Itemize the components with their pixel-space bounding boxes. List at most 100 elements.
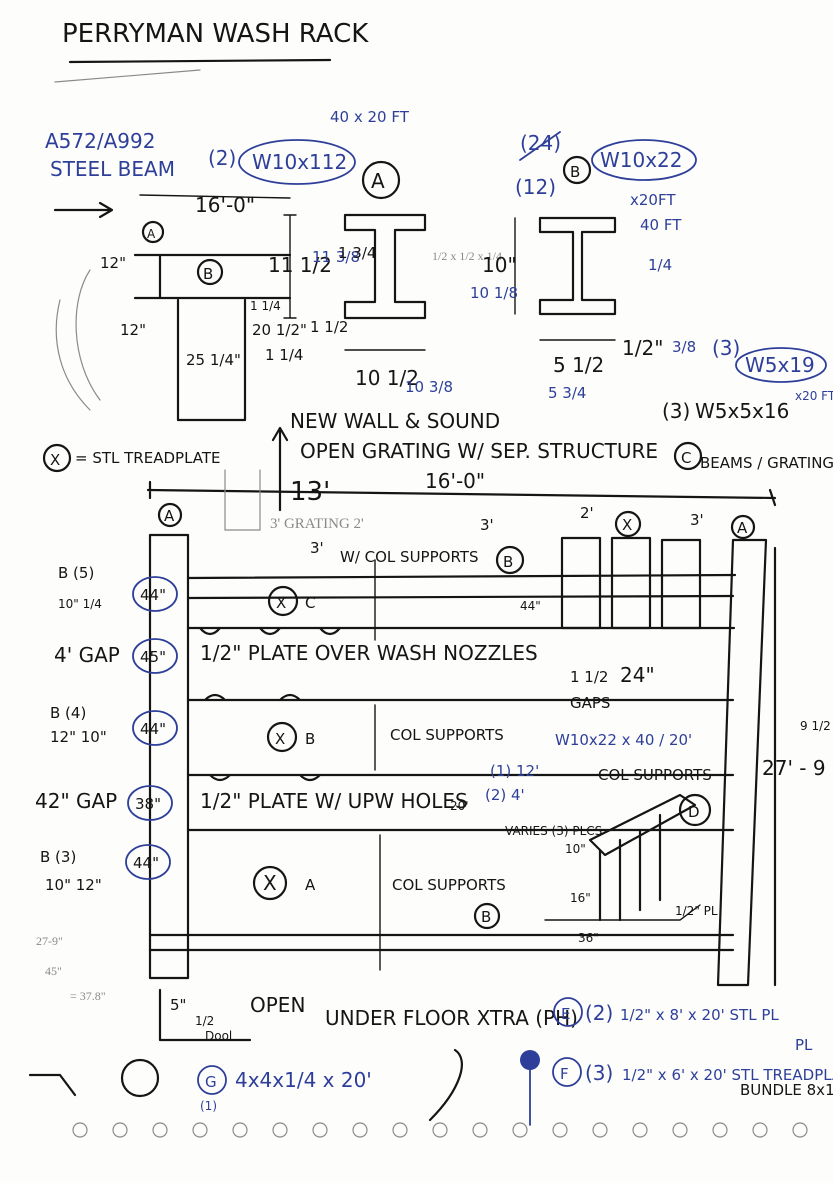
col-detail-dim1: 10": [565, 842, 586, 856]
level-4-dim-val: 38": [135, 795, 161, 813]
beam-b-size: W10x22: [600, 148, 683, 172]
level-1-dim-val: 44": [140, 586, 166, 604]
level-2-dim-circle: [132, 638, 178, 674]
elevation-grating: 3' GRATING 2': [270, 516, 364, 532]
bottom-left-2: 1/2: [195, 1014, 214, 1028]
legend-x-symbol: X: [50, 451, 60, 469]
beam-a-height-line: [283, 214, 297, 319]
beam-c-size-circle: [735, 347, 827, 383]
legend-x-text: = STL TREADPLATE: [75, 449, 221, 467]
sketch-mark-b-circle: [196, 258, 224, 286]
sketch-h3: 20 1/2": [252, 321, 307, 339]
corner-right: BUNDLE 8x10: [740, 1081, 833, 1099]
grating-tag: C: [681, 449, 691, 467]
sketch-h2: 12": [120, 321, 146, 339]
item-e-circle: [553, 997, 583, 1027]
spacing-3: 3': [690, 511, 704, 529]
level-3-x-circle: [266, 721, 298, 753]
item-g-circle: [197, 1065, 227, 1095]
col-support-top: W/ COL SUPPORTS: [340, 548, 478, 566]
sketch-h1: 12": [100, 254, 126, 272]
beam-b-web: 1/4: [648, 256, 672, 274]
level-1-struct: B (5): [58, 564, 94, 582]
level-3-dim-circle: [132, 710, 178, 746]
col-detail-sketch: [588, 793, 697, 922]
beam-c-qty: (3): [662, 399, 690, 423]
bottom-left-3: Dool: [205, 1029, 232, 1043]
elevation-width-line: [146, 480, 777, 507]
beam-b-section: [538, 216, 617, 316]
beam-a-length: 40 x 20 FT: [330, 108, 410, 126]
x-top-circle: [614, 510, 642, 538]
col-detail-spec: W10x22 x 40 / 20': [555, 731, 692, 749]
sketch-h4: 25 1/4": [186, 351, 241, 369]
bottom-note: UNDER FLOOR XTRA (PH): [325, 1006, 578, 1030]
beam-a-height: 11 1/2: [268, 253, 332, 277]
grating-note-line2: OPEN GRATING W/ SEP. STRUCTURE: [300, 439, 658, 463]
level-1-x-circle: [267, 585, 299, 617]
x-top: X: [622, 516, 632, 534]
col-left-tag: A: [164, 507, 175, 525]
level-5-x-circle: [252, 865, 288, 901]
beam-b-length: 40 FT: [640, 216, 682, 234]
sketch-dim-line: [139, 194, 291, 199]
col-right-tag-circle: [730, 514, 756, 540]
spacing-2: 2': [580, 504, 594, 522]
item-f-tag: F: [560, 1065, 569, 1083]
level-1-dim-circle: [132, 576, 178, 612]
level-4-span: 42" GAP: [35, 789, 117, 813]
level-5-b-tag: B: [481, 908, 491, 926]
beam-a-left-thk: 1 1/4: [265, 346, 303, 364]
level-5-dim-circle: [125, 844, 171, 880]
tag-b-top-circle: [495, 545, 525, 575]
col-detail-w: 20': [450, 799, 469, 813]
grating-panels: [560, 536, 702, 630]
spacing-4: 3': [310, 539, 324, 557]
beam-b-flange-thk-alt: 3/8: [672, 338, 696, 356]
margin-d3: = 37.8": [70, 989, 106, 1003]
col-detail-plate: 1/2" PL: [675, 904, 718, 918]
beam-a-tag: A: [371, 169, 385, 193]
level-1-letter: C: [305, 594, 315, 612]
item-e-qty: (2): [585, 1001, 613, 1025]
sketch-column: [176, 298, 247, 422]
bottom-left-1: 5": [170, 996, 186, 1014]
pencil-stroke: [54, 69, 201, 83]
item-g-text: 4x4x1/4 x 20': [235, 1068, 372, 1092]
beam-b-flange-width-alt: 5 3/4: [548, 384, 586, 402]
margin-d1: 27-9": [36, 934, 63, 948]
level-5-struct: B (3): [40, 848, 76, 866]
sketch-beam: [133, 253, 292, 300]
beam-b-strike: [519, 131, 561, 161]
grating-note-line1: NEW WALL & SOUND: [290, 409, 500, 433]
level-5-tag: X: [263, 871, 277, 895]
item-f-circle: [552, 1057, 582, 1087]
level-2-label: 1/2" PLATE OVER WASH NOZZLES: [200, 641, 538, 665]
level-1-span: 10" 1/4: [58, 597, 102, 611]
arrow-icon: [53, 201, 114, 219]
elevation-width: 16'-0": [425, 469, 485, 493]
col-detail-qty2: (2) 4': [485, 786, 525, 804]
col-left-tag-circle: [157, 502, 183, 528]
grating-tag-circle: [673, 441, 703, 471]
item-e-tag: E: [561, 1005, 570, 1023]
level-1-tag: X: [276, 594, 286, 612]
col-right-tag: A: [737, 519, 748, 537]
scribbles: [28, 1048, 463, 1122]
level-4-label: 1/2" PLATE W/ UPW HOLES: [200, 789, 468, 813]
beam-b-height-alt: 10 1/8: [470, 284, 518, 302]
beam-b-length-struck: x20FT: [630, 191, 676, 209]
sketch-h5: 1 1/4: [250, 299, 281, 313]
level-4-dim-circle: [127, 785, 173, 821]
beam-b-tag-circle: [562, 155, 592, 185]
level-2-dim-val: 45": [140, 648, 166, 666]
beam-a-height-alt: 11 3/8: [312, 248, 360, 266]
beam-c-length: x20 FT: [795, 389, 833, 403]
pencil-box: [224, 469, 261, 531]
level-3-tag: X: [275, 730, 285, 748]
beam-a-top-gap: 1/2 x 1/2 x 1/4: [432, 249, 502, 263]
item-g-tag: G: [205, 1073, 217, 1091]
beam-a-flange-width: 10 1/2: [355, 366, 419, 390]
level-3-top-line: [186, 693, 735, 702]
sketch-mark-b: B: [203, 265, 213, 283]
